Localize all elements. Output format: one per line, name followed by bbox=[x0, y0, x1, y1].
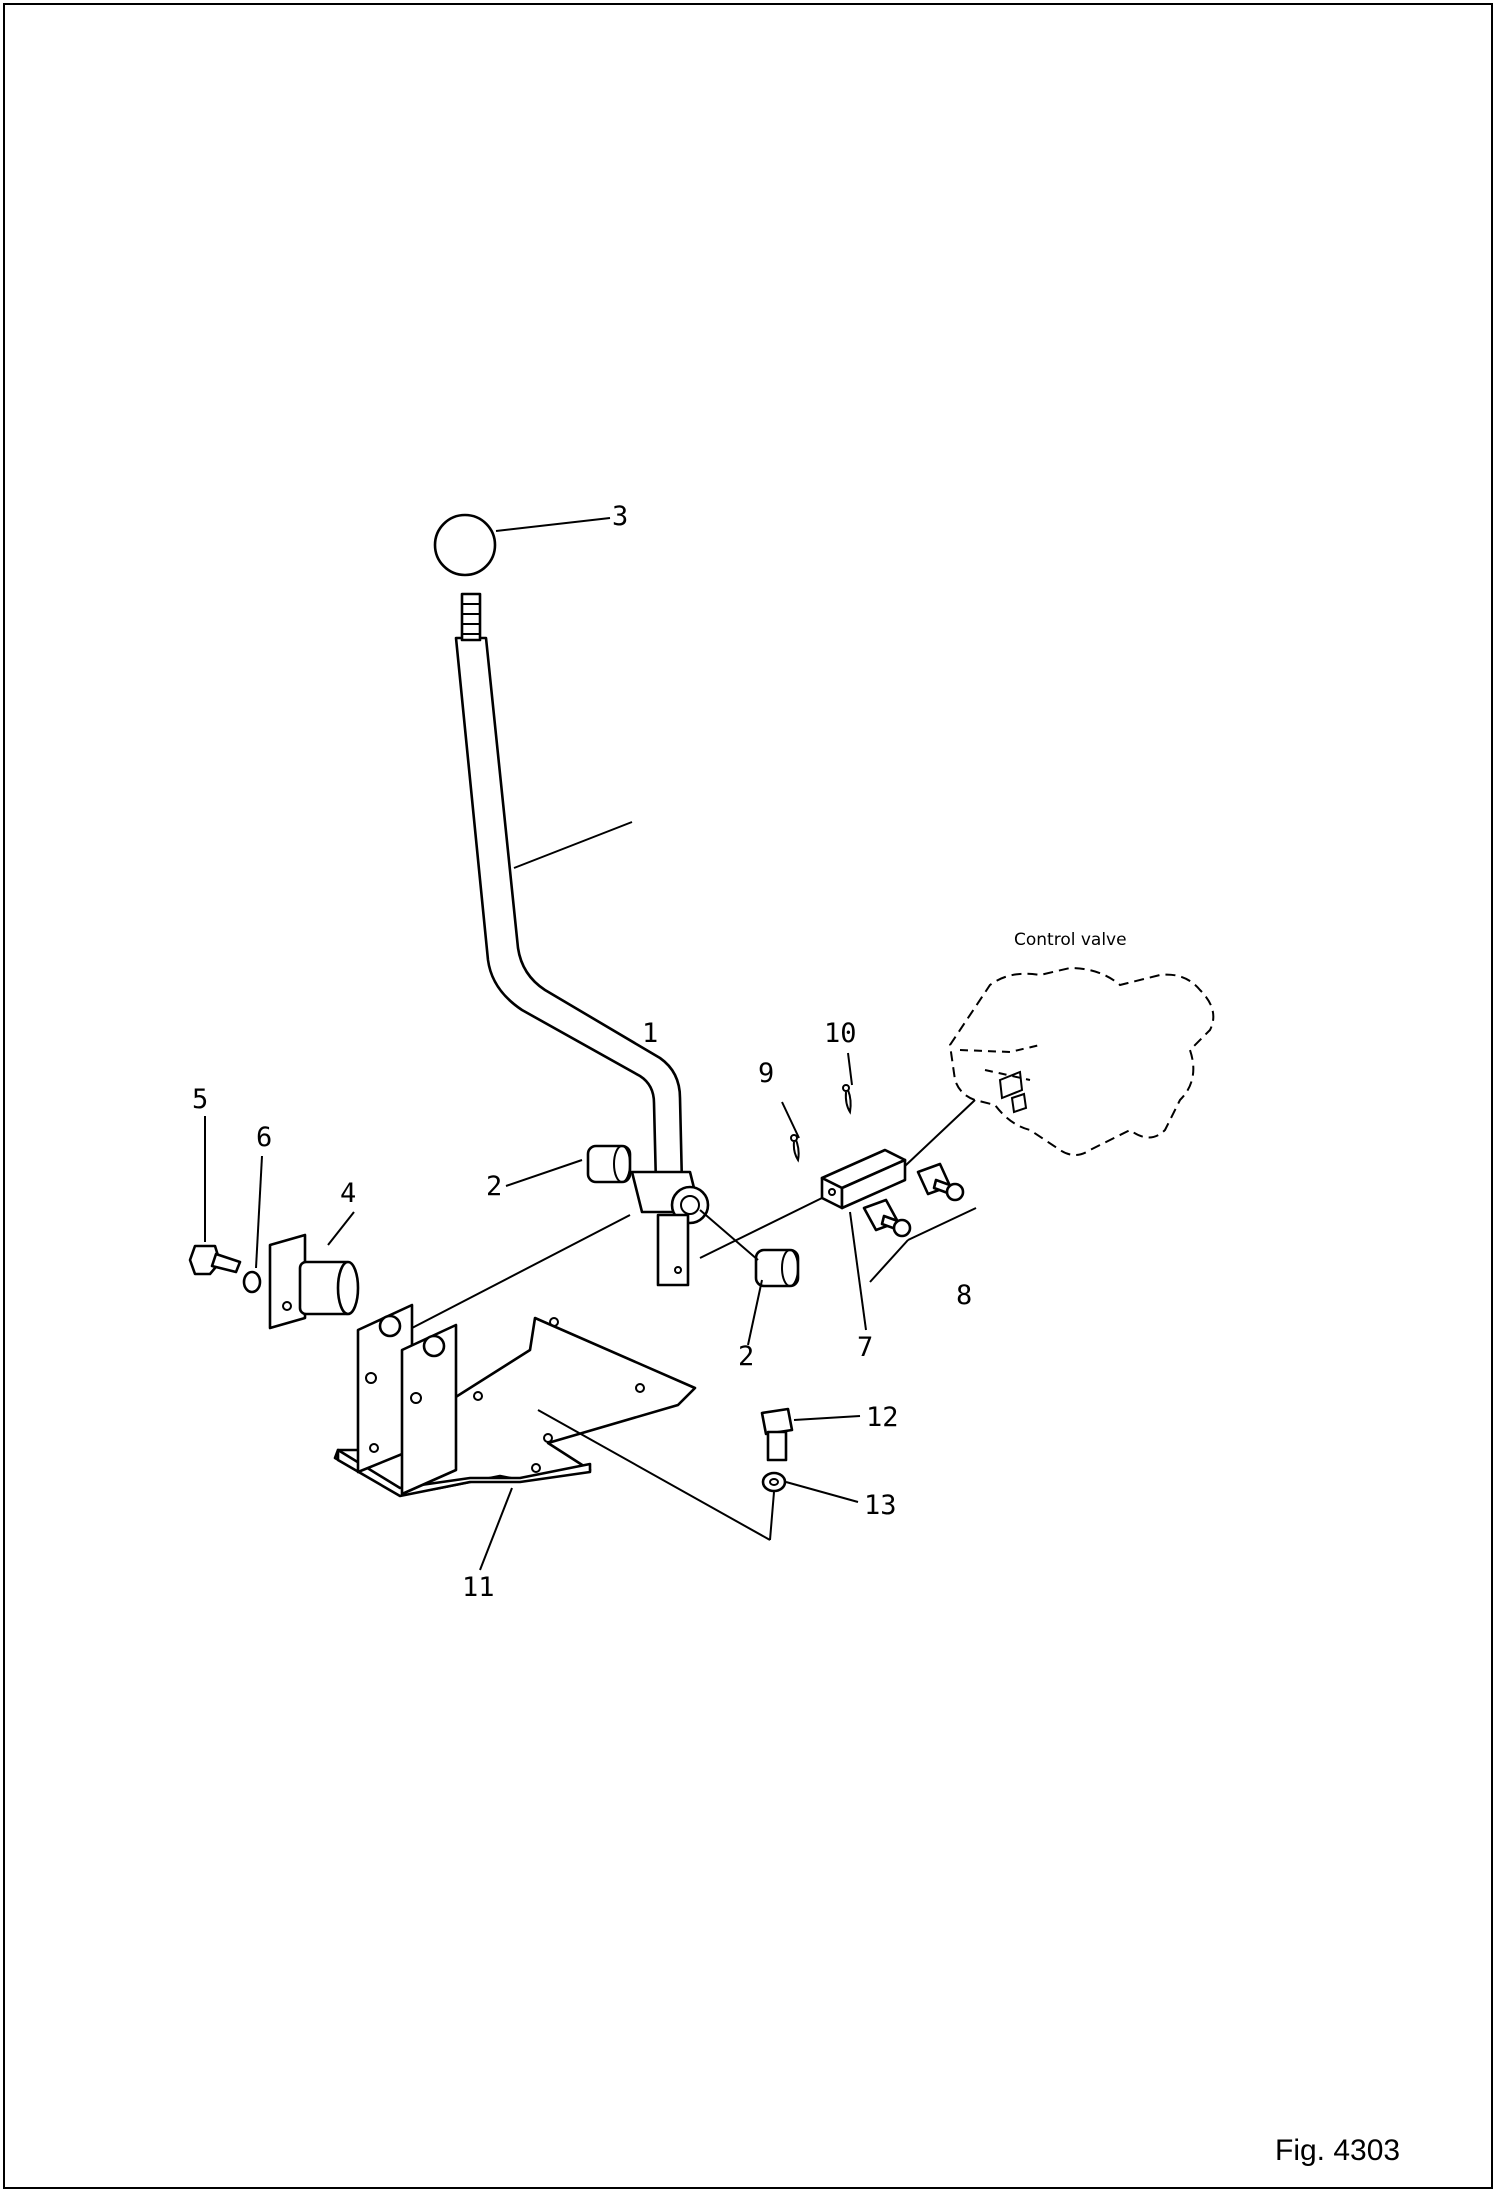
callout-8: 8 bbox=[956, 1280, 972, 1311]
figure-caption: Fig. 4303 bbox=[1275, 2134, 1400, 2167]
callout-7: 7 bbox=[857, 1332, 873, 1363]
callout-1: 1 bbox=[642, 1018, 658, 1049]
callout-3: 3 bbox=[612, 501, 628, 532]
part-10-cotter-pin bbox=[842, 1084, 852, 1115]
part-8-pin-lower bbox=[862, 1198, 912, 1238]
leader-lines bbox=[204, 517, 867, 1571]
callout-2-upper: 2 bbox=[486, 1171, 502, 1202]
part-8-pin-upper bbox=[916, 1162, 965, 1202]
callout-12: 12 bbox=[866, 1402, 899, 1433]
control-valve-label: Control valve bbox=[1014, 930, 1127, 950]
part-9-cotter-pin bbox=[790, 1134, 800, 1163]
drawing-frame bbox=[3, 3, 1493, 2189]
callout-9: 9 bbox=[758, 1058, 774, 1089]
callout-11: 11 bbox=[462, 1572, 495, 1603]
part-1-lever bbox=[454, 592, 710, 1287]
callout-5: 5 bbox=[192, 1084, 208, 1115]
assembly-lines bbox=[411, 1099, 977, 1541]
part-11-bracket bbox=[333, 1303, 697, 1498]
callout-4: 4 bbox=[340, 1178, 356, 1209]
part-13-washer bbox=[761, 1471, 787, 1493]
part-2-bushing-lower bbox=[754, 1248, 800, 1288]
callout-6: 6 bbox=[256, 1122, 272, 1153]
part-7-joint-block bbox=[820, 1148, 907, 1210]
callout-2-lower: 2 bbox=[738, 1341, 754, 1372]
callout-13: 13 bbox=[864, 1490, 897, 1521]
part-2-bushing-upper bbox=[586, 1144, 632, 1184]
part-3-knob bbox=[433, 513, 497, 577]
part-6-washer bbox=[242, 1270, 262, 1294]
part-5-bolt bbox=[188, 1244, 242, 1276]
callout-10: 10 bbox=[824, 1018, 857, 1049]
part-4-pin bbox=[268, 1233, 360, 1330]
part-12-bolt bbox=[760, 1407, 794, 1462]
control-valve-outline bbox=[948, 966, 1215, 1156]
